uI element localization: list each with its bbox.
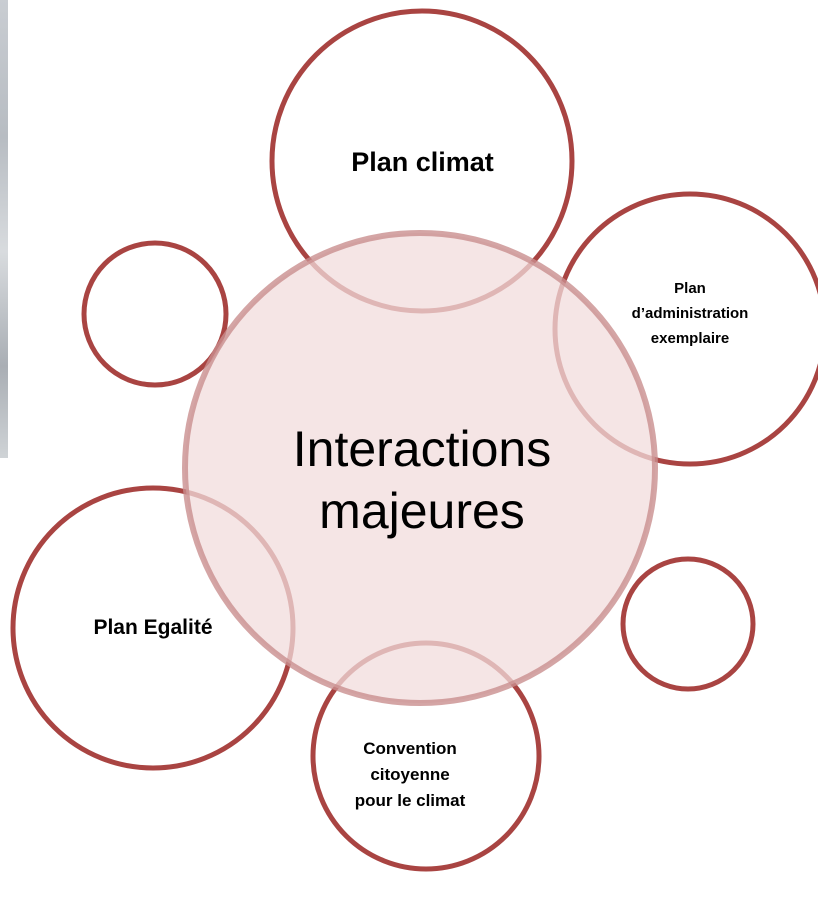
background-photo-edge	[0, 0, 8, 458]
satellite-label-convention: Convention citoyenne pour le climat	[354, 739, 466, 810]
satellite-label-plan-administration: Plan d’administration exemplaire	[631, 279, 749, 347]
satellite-circle-empty-right	[620, 556, 756, 692]
satellite-circle-empty-top-left	[81, 240, 229, 388]
center-circle	[182, 230, 658, 706]
center-label: Interactions majeures	[292, 421, 552, 539]
satellite-label-plan-egalite: Plan Egalité	[93, 616, 213, 639]
satellite-label-plan-climat: Plan climat	[351, 146, 494, 177]
